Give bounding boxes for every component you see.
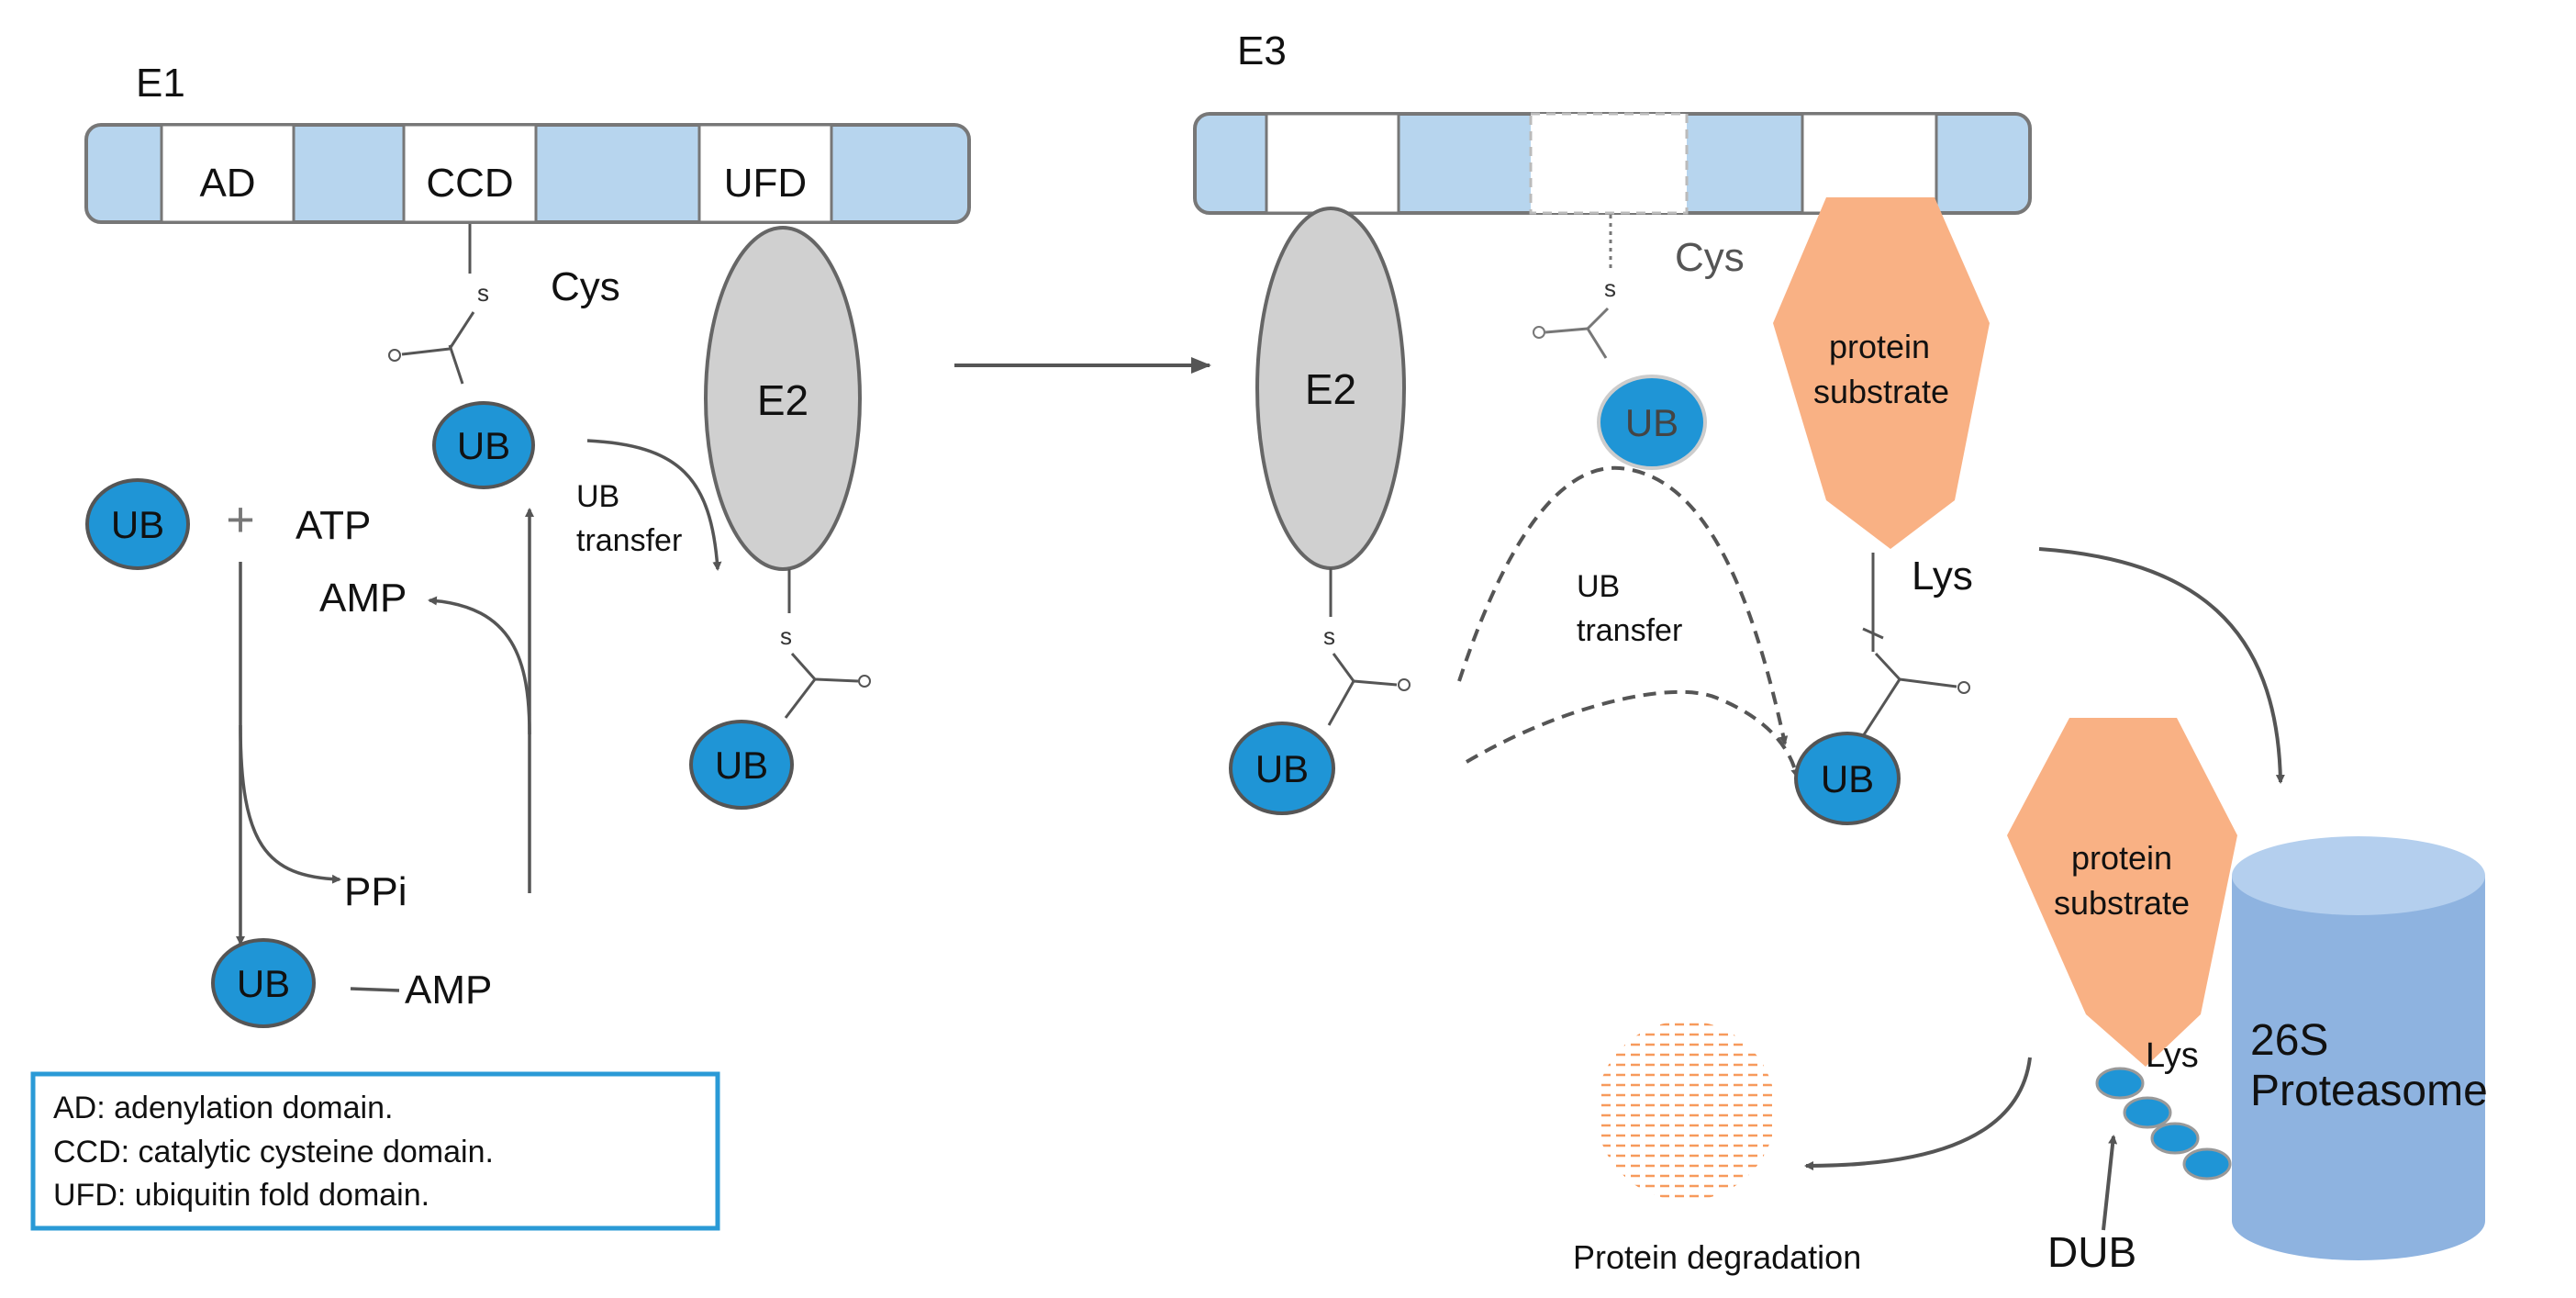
ub-on-e2-2: UB [1229, 722, 1335, 815]
e3-bar [1193, 112, 2032, 215]
e1-s-label: s [477, 279, 489, 307]
substrate-label-line1: protein [2071, 839, 2172, 877]
e1-ad-domain [160, 123, 296, 224]
proteasome-label-line2: Proteasome [2250, 1067, 2488, 1115]
ub-on-e1: UB [432, 401, 535, 489]
degradation-label: Protein degradation [1573, 1238, 1861, 1276]
lys-label-1: Lys [1912, 554, 1973, 599]
ub-label: UB [715, 744, 768, 787]
ub-transfer-arrow-e1-e2 [586, 439, 722, 571]
isopeptide-bond [1861, 553, 1970, 737]
legend-ccd: CCD: catalytic cysteine domain. [53, 1135, 494, 1169]
legend-ad: AD: adenylation domain. [53, 1091, 393, 1125]
ub-transfer-via-e3-arrow [1457, 465, 1789, 745]
e1-thioester-bond: s [388, 224, 489, 385]
protein-substrate-2: protein substrate [2007, 718, 2237, 1067]
transfer-label-2-transfer: transfer [1577, 613, 1682, 648]
e1-ufd-label: UFD [724, 161, 807, 206]
transfer-label-1-ub: UB [576, 479, 619, 514]
substrate-label-line1: protein [1829, 328, 1930, 365]
transfer-label-1-transfer: transfer [576, 523, 682, 558]
substrate-label-line2: substrate [2054, 884, 2190, 922]
e3-thioester-bond: s [1533, 215, 1616, 359]
proteasome-label-line1: 26S [2250, 1016, 2328, 1065]
e3-title: E3 [1237, 28, 1287, 73]
ub-direct-transfer-arrow [1465, 689, 1801, 778]
degradation-arrow [1804, 1057, 2032, 1170]
e3-domain-1 [1265, 112, 1400, 215]
transfer-label-2-ub: UB [1577, 569, 1620, 604]
e2-label: E2 [1305, 365, 1356, 413]
substrate-label-line2: substrate [1813, 373, 1949, 410]
ub-on-e2-1: UB [689, 720, 794, 810]
dub-label: DUB [2047, 1228, 2136, 1276]
ub-on-e3-transient: UB [1597, 375, 1707, 470]
e3-domain-dashed [1529, 112, 1689, 215]
e2-s-label: s [780, 622, 792, 650]
amp-label: AMP [319, 576, 407, 621]
e1-cys-label: Cys [551, 264, 620, 309]
e3-cys-label: Cys [1675, 235, 1745, 280]
legend-box: AD: adenylation domain. CCD: catalytic c… [30, 1071, 720, 1231]
amp-release-arrow [428, 596, 531, 735]
ub-on-substrate: UB [1794, 732, 1901, 825]
e1-ad-label: AD [199, 161, 255, 206]
ub-label: UB [1821, 757, 1874, 800]
e2-s-label: s [1323, 622, 1335, 650]
ub-free: UB [85, 478, 190, 570]
dub-arrow [2102, 1135, 2118, 1231]
e1-ufd-domain [697, 123, 833, 224]
e2-enzyme-2: E2 [1255, 207, 1406, 570]
degraded-peptides [1596, 1021, 1776, 1201]
atp-label: ATP [296, 503, 371, 548]
protein-substrate-1: protein substrate [1773, 197, 1990, 549]
ppi-release-arrow [239, 724, 341, 884]
e1-ccd-label: CCD [426, 161, 513, 206]
e2-thioester-bond-2: s [1323, 568, 1411, 726]
to-proteasome-arrow [2038, 547, 2285, 784]
ub-label: UB [237, 962, 290, 1005]
e2-thioester-bond-1: s [780, 569, 871, 719]
ub-amp-complex: UB [211, 938, 400, 1028]
e3-domain-3 [1801, 112, 1938, 215]
ub-amp-label: AMP [405, 968, 492, 1013]
ppi-label: PPi [344, 869, 407, 914]
e1-ccd-domain [402, 123, 538, 224]
polyubiquitin-chain [2095, 1067, 2232, 1181]
proteasome-26s: 26S Proteasome [2232, 836, 2488, 1260]
e2-enzyme-1: E2 [704, 226, 862, 571]
ub-label: UB [1255, 747, 1309, 790]
e1-bar: AD CCD UFD [84, 123, 971, 224]
ub-label: UB [111, 503, 164, 546]
plus-sign: + [226, 492, 255, 547]
ub-label: UB [457, 424, 510, 467]
legend-ufd: UFD: ubiquitin fold domain. [53, 1178, 429, 1213]
lys-label-2: Lys [2146, 1036, 2199, 1075]
e2-label: E2 [757, 376, 808, 424]
e3-s-label: s [1604, 274, 1616, 302]
ub-label: UB [1625, 401, 1678, 444]
e1-title: E1 [136, 61, 185, 106]
